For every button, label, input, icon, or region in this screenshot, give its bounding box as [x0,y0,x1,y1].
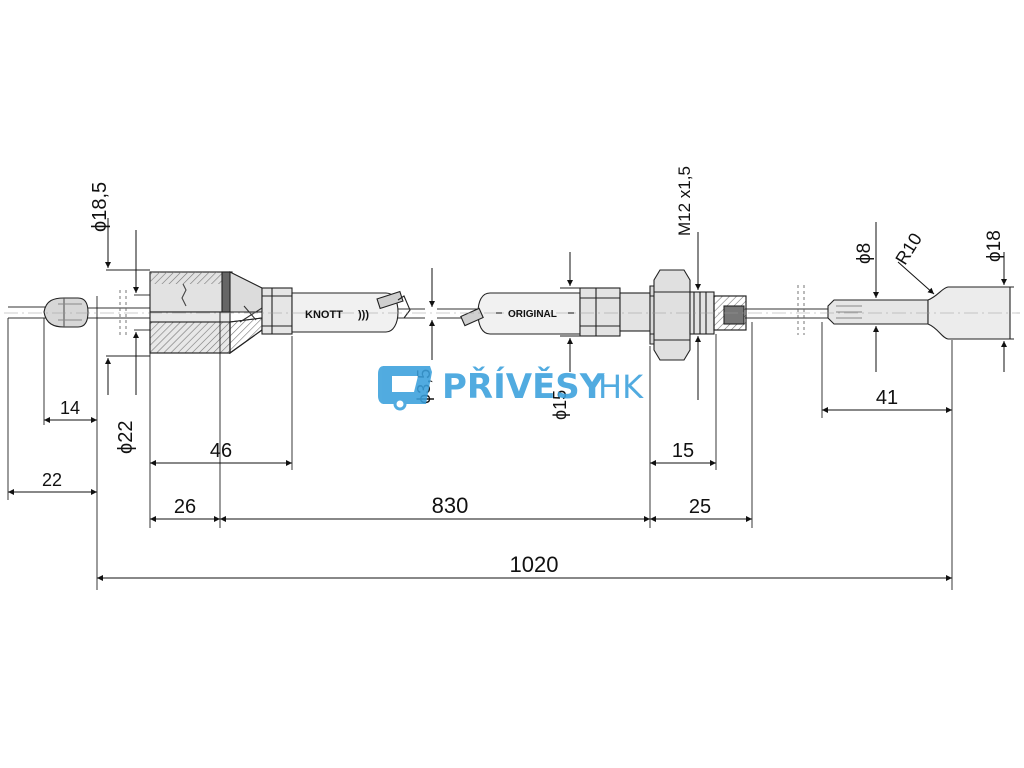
dimension-arrows [8,407,952,581]
label-d18-5: ϕ18,5 [89,182,111,232]
watermark-word-main: PŘÍVĚSY [442,366,605,407]
left-end-nipple [43,297,89,328]
label-d15: ϕ15 [550,390,570,420]
dim-1020: 1020 [510,552,559,577]
dim-41: 41 [876,387,898,409]
dim-15: 15 [672,440,694,462]
label-d8: ϕ8 [854,243,875,264]
knott-brand: KNOTT [305,309,343,321]
label-thread-m12: M12 x1,5 [675,166,694,236]
label-d18: ϕ18 [984,230,1005,262]
left-sheath [291,290,411,333]
dim-46: 46 [210,440,232,462]
dim-830: 830 [432,493,469,518]
dim-26: 26 [174,496,196,518]
label-d22: ϕ22 [115,421,137,454]
break-marks [119,285,805,335]
left-ferrule [261,287,293,335]
diameter-arrows [105,218,1007,400]
dim-25: 25 [689,496,711,518]
original-brand: ORIGINAL [508,309,557,320]
extension-lines [7,269,1014,590]
trailer-logo-icon [378,366,432,411]
dim-22: 22 [42,470,62,490]
right-sheath [460,292,581,335]
watermark-word-suffix: HK [598,368,644,406]
center-fitting [579,269,747,361]
dim-14: 14 [60,398,80,418]
label-r10: R10 [891,230,925,269]
left-housing [149,271,263,355]
privesy-watermark: PŘÍVĚSY HK [378,366,644,411]
knott-mark-icon: ))) [358,309,369,321]
